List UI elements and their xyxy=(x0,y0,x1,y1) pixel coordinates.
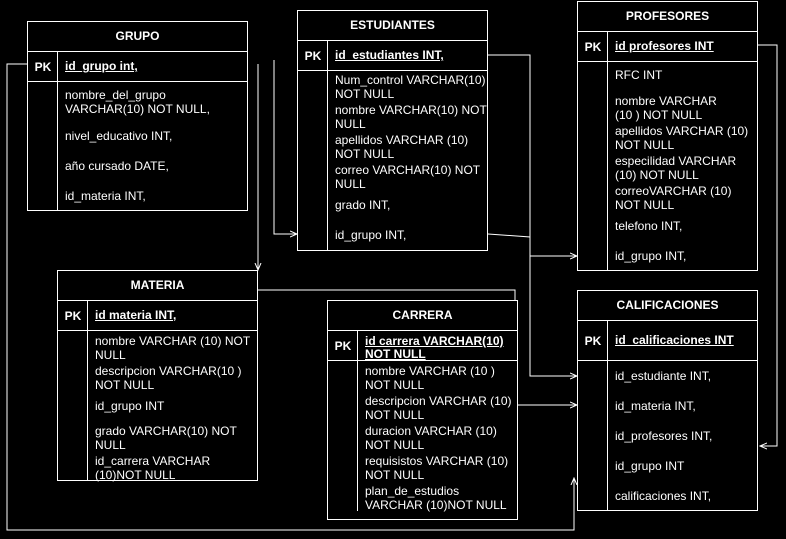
column-divider xyxy=(607,32,608,270)
pk-label: PK xyxy=(34,59,52,74)
attribute: nivel_educativo INT, xyxy=(65,129,173,143)
link-profesores-calificaciones xyxy=(758,44,778,446)
pk-field: id_calificaciones INT xyxy=(615,333,734,347)
pk-row: PK id_estudiantes INT, xyxy=(298,41,487,71)
attribute: descripcion VARCHAR(10 ) NOT NULL xyxy=(95,364,242,392)
pk-row: PK id_grupo int, xyxy=(28,52,247,82)
attribute: apellidos VARCHAR (10) NOT NULL xyxy=(335,133,469,161)
pk-label: PK xyxy=(304,48,322,63)
entity-grupo: GRUPO PK id_grupo int, nombre_del_grupo … xyxy=(27,21,248,211)
pk-row: PK id carrera VARCHAR(10) NOT NULL xyxy=(328,331,517,361)
attribute: telefono INT, xyxy=(615,219,683,233)
entity-title: MATERIA xyxy=(58,271,257,301)
pk-field: id_estudiantes INT, xyxy=(335,48,444,62)
attribute: duracion VARCHAR (10) NOT NULL xyxy=(365,424,497,452)
attribute: grado VARCHAR(10) NOT NULL xyxy=(95,424,237,452)
attribute: nombre VARCHAR (10) NOT NULL xyxy=(95,334,251,362)
attribute: descripcion VARCHAR (10) NOT NULL xyxy=(365,394,512,422)
attribute: id_materia INT, xyxy=(65,189,146,203)
pk-row: PK id profesores INT xyxy=(578,32,757,62)
attribute: id_carrera VARCHAR (10)NOT NULL xyxy=(95,454,211,482)
attribute: id_profesores INT, xyxy=(615,429,713,443)
column-divider xyxy=(87,301,88,480)
attribute: nombre VARCHAR (10 ) NOT NULL xyxy=(365,364,495,392)
attribute: id_grupo INT, xyxy=(615,249,687,263)
attribute: grado INT, xyxy=(335,198,391,212)
pk-field: id profesores INT xyxy=(615,39,714,53)
attribute: RFC INT xyxy=(615,68,663,82)
attribute: especilidad VARCHAR (10) NOT NULL xyxy=(615,154,737,182)
pk-field: id materia INT, xyxy=(95,308,177,322)
pk-label: PK xyxy=(64,308,82,323)
attribute: correo VARCHAR(10) NOT NULL xyxy=(335,163,481,191)
entity-title: CARRERA xyxy=(328,301,517,331)
pk-row: PK id_calificaciones INT xyxy=(578,321,757,361)
link-estudiantes-profesores xyxy=(487,233,577,256)
attribute: año cursado DATE, xyxy=(65,159,169,173)
link-grupo-calificaciones xyxy=(6,63,574,531)
pk-field: id_grupo int, xyxy=(65,59,138,73)
attribute: plan_de_estudios VARCHAR (10)NOT NULL xyxy=(365,484,507,512)
entity-materia: MATERIA PK id materia INT, nombre VARCHA… xyxy=(57,270,258,482)
entity-title: GRUPO xyxy=(28,22,247,52)
pk-label: PK xyxy=(584,39,602,54)
attribute: nombre VARCHAR (10 ) NOT NULL xyxy=(615,94,717,122)
column-divider xyxy=(57,52,58,210)
attribute: id_estudiante INT, xyxy=(615,369,712,383)
column-divider xyxy=(607,321,608,510)
attribute: nombre_del_grupo VARCHAR(10) NOT NULL, xyxy=(65,88,210,116)
entity-title: ESTUDIANTES xyxy=(298,11,487,41)
entity-calificaciones: CALIFICACIONES PK id_calificaciones INT … xyxy=(577,290,758,511)
column-divider xyxy=(357,331,358,511)
attribute: requisistos VARCHAR (10) NOT NULL xyxy=(365,454,509,482)
attribute: correoVARCHAR (10) NOT NULL xyxy=(615,184,732,212)
column-divider xyxy=(327,41,328,250)
link-estudiantes-calificaciones xyxy=(488,54,577,376)
entity-title: PROFESORES xyxy=(578,2,757,32)
entity-carrera: CARRERA PK id carrera VARCHAR(10) NOT NU… xyxy=(327,300,518,520)
entity-title: CALIFICACIONES xyxy=(578,291,757,321)
pk-field: id carrera VARCHAR(10) NOT NULL xyxy=(365,334,504,361)
attribute: Num_control VARCHAR(10) NOT NULL xyxy=(335,73,486,101)
link-grupo-estudiantes xyxy=(273,60,297,234)
attribute: id_grupo INT xyxy=(615,459,685,473)
attribute: apellidos VARCHAR (10) NOT NULL xyxy=(615,124,749,152)
attribute: id_grupo INT, xyxy=(335,228,407,242)
attribute: calificaciones INT, xyxy=(615,489,712,503)
entity-profesores: PROFESORES PK id profesores INT RFC INT … xyxy=(577,1,758,271)
attribute: id_grupo INT xyxy=(95,399,165,413)
attribute: id_materia INT, xyxy=(615,399,696,413)
attribute: nombre VARCHAR(10) NOT NULL xyxy=(335,103,487,131)
pk-label: PK xyxy=(334,338,352,353)
pk-row: PK id materia INT, xyxy=(58,301,257,331)
entity-estudiantes: ESTUDIANTES PK id_estudiantes INT, Num_c… xyxy=(297,10,488,251)
pk-label: PK xyxy=(584,333,602,348)
